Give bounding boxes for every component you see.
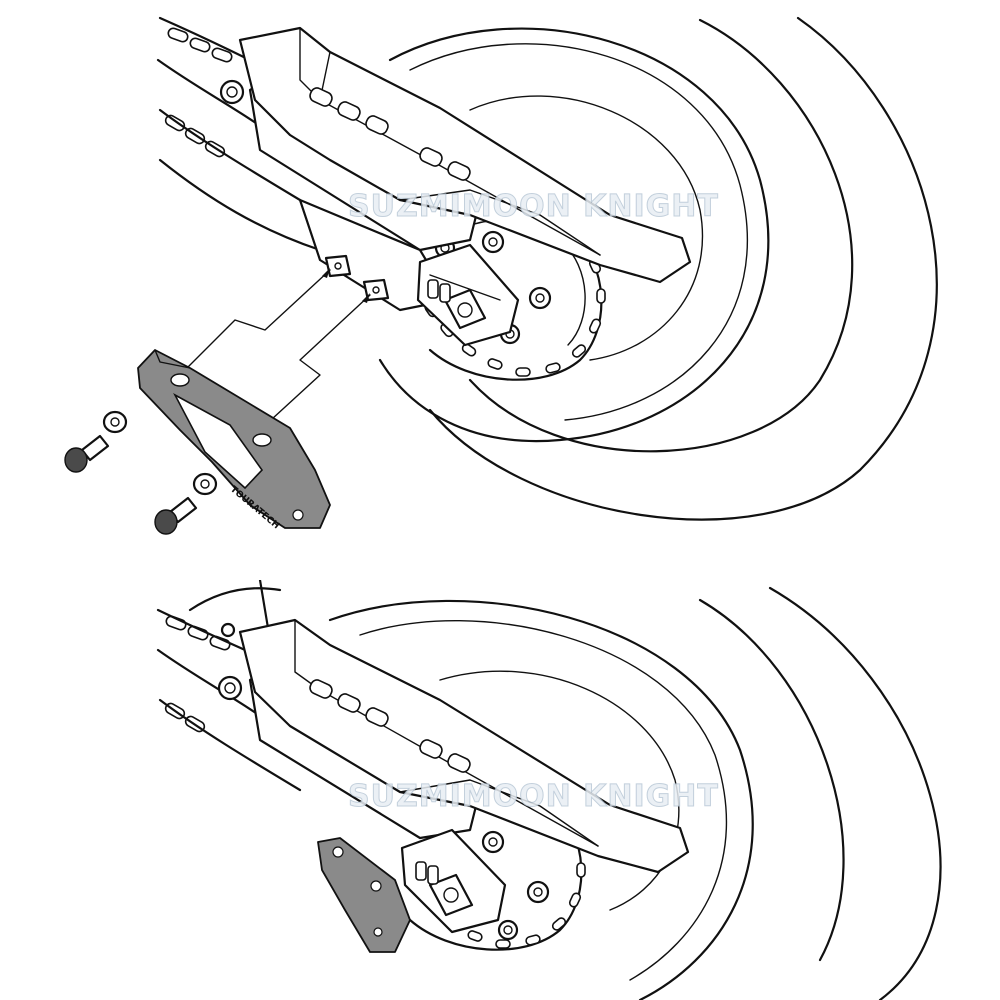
exploded-view-drawing: TOURATECH SUZMIMOON KNIGHT	[64, 16, 938, 535]
axle-adjuster	[400, 828, 507, 934]
axle-adjuster	[416, 243, 520, 347]
washer-icon	[102, 410, 218, 496]
watermark-text-bottom: SUZMIMOON KNIGHT	[348, 779, 719, 814]
rear-rim	[328, 599, 754, 1000]
chain-guard	[238, 618, 690, 874]
installed-view-panel: SUZMIMOON KNIGHT	[0, 580, 1000, 1000]
bolt-icon	[64, 434, 198, 535]
rear-tire	[188, 580, 942, 1000]
chain-guard	[238, 26, 692, 284]
rear-tire	[428, 16, 938, 521]
chain-guide-plate	[317, 837, 411, 953]
installed-view-drawing: SUZMIMOON KNIGHT	[156, 580, 942, 1000]
chain-guide-plate: TOURATECH	[137, 349, 331, 531]
assembly-guide-lines	[174, 268, 371, 431]
watermark-text-top: SUZMIMOON KNIGHT	[348, 189, 719, 224]
exploded-view-panel: TOURATECH SUZMIMOON KNIGHT	[64, 16, 938, 535]
rear-rim	[378, 27, 770, 443]
